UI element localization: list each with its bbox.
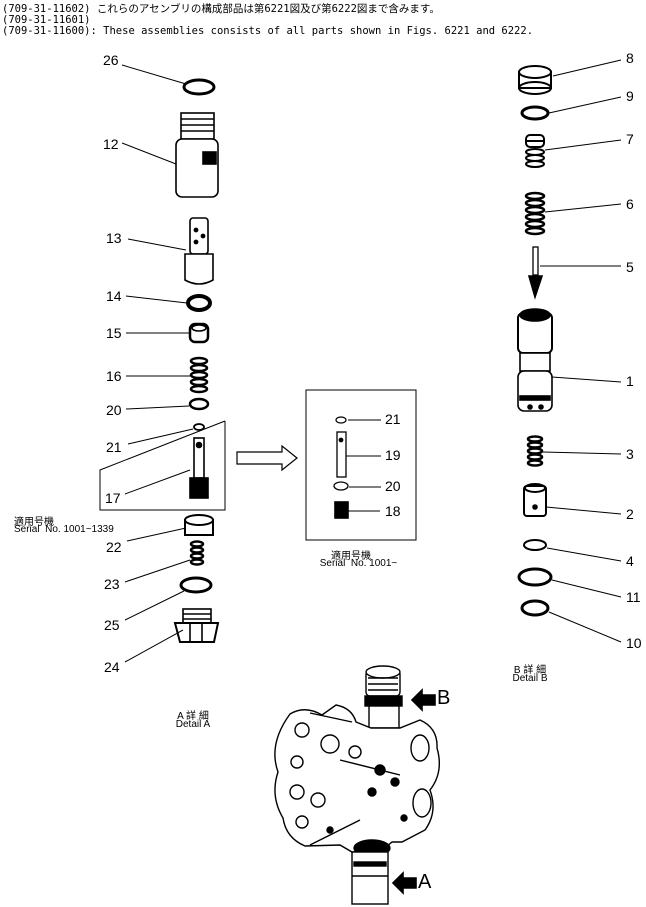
detail-b-en: Detail B <box>512 673 548 684</box>
inset-label-18: 18 <box>385 503 401 519</box>
part-code: (709-31-11600) <box>2 25 91 37</box>
arrow-to-inset <box>236 444 298 472</box>
o-ring-20 <box>188 397 210 411</box>
label-25: 25 <box>104 617 120 633</box>
header-line-3: (709-31-11600): These assemblies consist… <box>2 25 533 37</box>
inset-serial-en: Serial No. 1001~ <box>319 558 398 569</box>
detail-a-en: Detail A <box>175 719 211 730</box>
label-7: 7 <box>626 131 634 147</box>
part-code: (709-31-11602) <box>2 3 91 15</box>
detail-bracket <box>99 420 226 511</box>
o-ring-10 <box>520 599 550 617</box>
collar-15 <box>188 322 210 344</box>
arrow-b <box>410 688 436 712</box>
label-14: 14 <box>106 288 122 304</box>
label-11: 11 <box>626 589 641 605</box>
label-5: 5 <box>626 259 634 275</box>
spring-6 <box>524 191 546 236</box>
label-23: 23 <box>104 576 120 592</box>
o-ring-11 <box>517 567 553 587</box>
label-9: 9 <box>626 88 634 104</box>
valve-assembly <box>274 665 440 905</box>
header-note-en: : These assemblies consists of all parts… <box>90 25 534 37</box>
inset-label-20: 20 <box>385 478 401 494</box>
label-10: 10 <box>626 635 642 651</box>
seat-2 <box>523 483 547 517</box>
nut-14 <box>186 294 212 312</box>
serial-en: Serial No. 1001~1339 <box>14 524 114 535</box>
part-code: (709-31-11601) <box>2 14 91 26</box>
label-8: 8 <box>626 50 634 66</box>
label-2: 2 <box>626 506 634 522</box>
poppet-7 <box>525 134 545 168</box>
cap-8 <box>518 65 552 95</box>
plug-24 <box>173 608 220 643</box>
header-line-2: (709-31-11601) <box>2 14 91 26</box>
inset-label-21: 21 <box>385 411 401 427</box>
header-line-1: (709-31-11602) これらのアセンブリの構成部品は第6221図及び第6… <box>2 3 440 15</box>
needle-5 <box>527 246 544 300</box>
label-21: 21 <box>106 439 122 455</box>
label-6: 6 <box>626 196 634 212</box>
label-12: 12 <box>103 136 119 152</box>
pin-17 <box>189 437 209 499</box>
label-22: 22 <box>106 539 122 555</box>
label-15: 15 <box>106 325 122 341</box>
ring-4 <box>523 539 547 551</box>
spring-16 <box>189 356 209 394</box>
o-ring-25 <box>179 576 213 594</box>
label-20: 20 <box>106 402 122 418</box>
header-note-jp: これらのアセンブリの構成部品は第6221図及び第6222図まで含みます。 <box>96 3 440 15</box>
body-1 <box>517 308 553 412</box>
sleeve-12 <box>175 112 219 198</box>
spring-3 <box>526 435 544 467</box>
label-4: 4 <box>626 553 634 569</box>
inset-box <box>305 389 417 541</box>
o-ring-26 <box>182 78 216 96</box>
spring-23 <box>189 540 205 566</box>
label-26: 26 <box>103 52 119 68</box>
detail-b-jp: B 詳 細 <box>513 665 547 676</box>
detail-a-jp: A 詳 細 <box>177 711 209 722</box>
ring-21 <box>193 423 205 431</box>
label-13: 13 <box>106 230 122 246</box>
valve-18 <box>334 501 349 519</box>
arrow-b-label: B <box>437 687 451 709</box>
arrow-a-label: A <box>418 871 432 893</box>
label-17: 17 <box>105 490 121 506</box>
inset-label-19: 19 <box>385 447 401 463</box>
inset-serial-jp: 適用号機 <box>331 551 371 562</box>
label-16: 16 <box>106 368 122 384</box>
serial-jp: 適用号機 <box>14 517 54 528</box>
arrow-a <box>391 871 417 895</box>
piston-13 <box>184 217 214 285</box>
label-3: 3 <box>626 446 634 462</box>
label-1: 1 <box>626 373 634 389</box>
label-24: 24 <box>104 659 120 675</box>
pin-19 <box>336 431 347 478</box>
o-ring-9 <box>520 105 550 121</box>
